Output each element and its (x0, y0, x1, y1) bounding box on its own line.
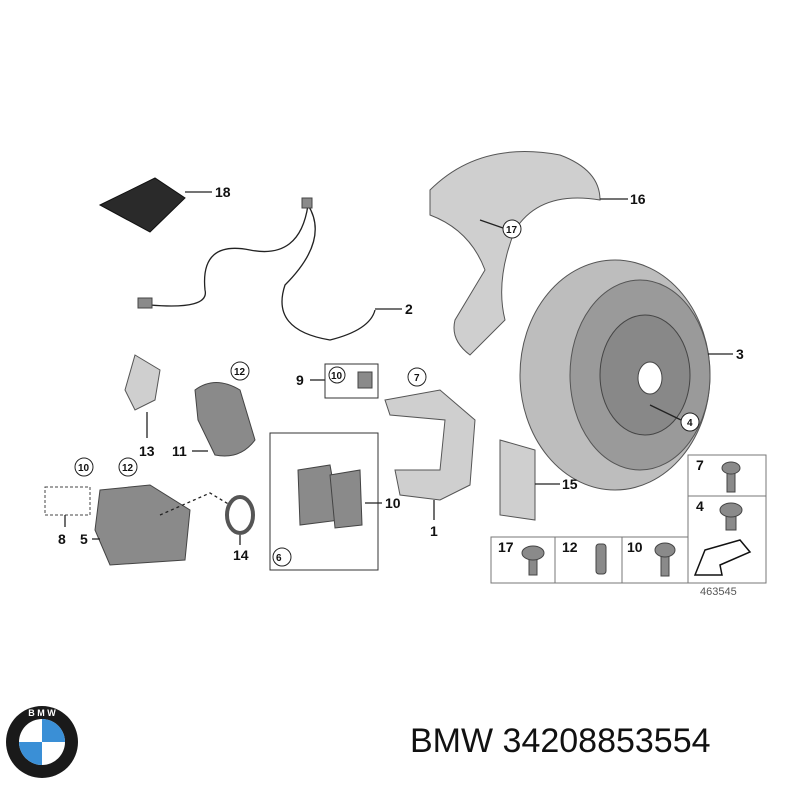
callout-9: 9 (296, 372, 304, 388)
callout-15: 15 (562, 476, 578, 492)
bmw-logo: B M W (6, 706, 78, 778)
table-label-7: 7 (696, 457, 704, 473)
callout-10b: 10 (78, 463, 90, 474)
callout-3: 3 (736, 346, 744, 362)
callout-13: 13 (139, 443, 155, 459)
part-3-brake-disc: 3 4 (519, 259, 744, 491)
callout-5: 5 (80, 531, 88, 547)
part-number-caption: BMW 34208853554 (410, 722, 711, 760)
table-label-10: 10 (627, 539, 643, 555)
part-6-caliper-carrier: 7 1 (384, 367, 476, 539)
part-16-dust-shield: 16 17 (429, 151, 646, 356)
callout-1: 10 (385, 495, 401, 511)
callout-16: 16 (630, 191, 646, 207)
table-label-4: 4 (696, 498, 704, 514)
part-2-wear-sensor: 2 (137, 197, 413, 341)
diagram-number: 463545 (700, 586, 737, 598)
part-5-caliper: 10 12 8 5 (44, 457, 231, 566)
part-9-kit: 9 10 (296, 363, 379, 399)
callout-11: 11 (172, 443, 187, 459)
table-label-12: 12 (562, 539, 578, 555)
callout-12b: 12 (122, 463, 134, 474)
callout-8: 8 (58, 531, 66, 547)
svg-text:B M W: B M W (28, 708, 56, 718)
table-label-17: 17 (498, 539, 514, 555)
callout-10: 10 (331, 371, 343, 382)
callout-10c: 6 (276, 553, 282, 564)
callout-2: 2 (405, 301, 413, 317)
part-18-insulator: 18 (98, 177, 231, 233)
part-11-actuator: 12 11 (172, 361, 256, 459)
callout-7: 7 (414, 373, 420, 384)
callout-4: 4 (687, 418, 693, 429)
callout-18: 18 (215, 184, 231, 200)
callout-17: 17 (506, 225, 518, 236)
callout-6: 1 (430, 523, 438, 539)
part-14-seal: 14 (225, 495, 255, 563)
fastener-table: 7 4 17 12 10 463545 (490, 454, 767, 598)
part-13-bracket: 13 (124, 354, 161, 459)
callout-12: 12 (234, 367, 246, 378)
part-1-brake-pads: 10 6 (269, 432, 401, 571)
callout-14: 14 (233, 547, 249, 563)
arrow-icon (693, 539, 752, 576)
part-15-spring-clip: 15 (499, 439, 578, 521)
